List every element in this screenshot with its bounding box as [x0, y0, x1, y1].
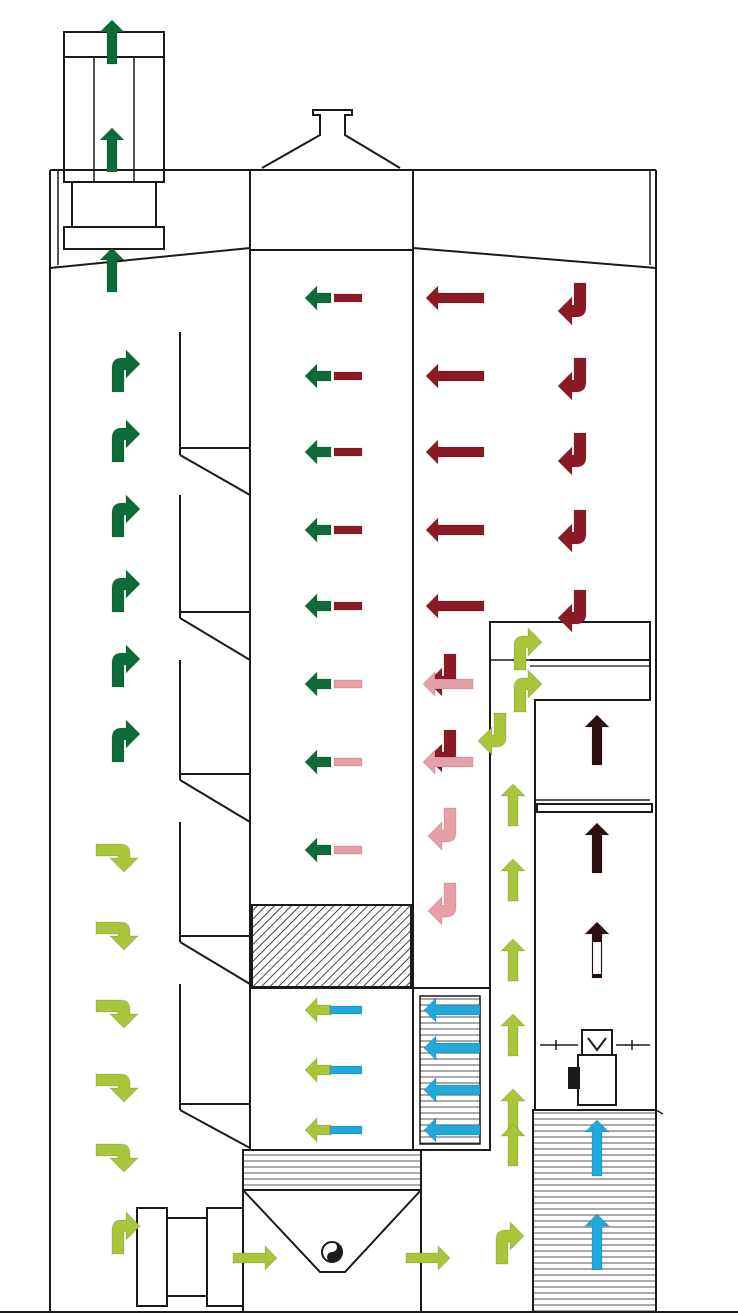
- arrow-icon: [304, 592, 332, 620]
- arrow-icon: [333, 679, 363, 689]
- blower-inlet: [136, 1207, 168, 1307]
- arrow-icon: [111, 418, 141, 463]
- arrow-icon: [111, 568, 141, 613]
- arrow-icon: [583, 1119, 611, 1177]
- arrow-icon: [425, 438, 485, 466]
- arrow-icon: [111, 1210, 141, 1255]
- arrow-icon: [423, 1116, 481, 1144]
- arrow-icon: [425, 284, 485, 312]
- arrow-icon: [583, 822, 611, 874]
- arrow-icon: [557, 509, 587, 554]
- arrow-icon: [423, 996, 481, 1024]
- arrow-icon: [423, 1076, 481, 1104]
- roof-slope-right: [412, 247, 657, 269]
- cooling-air-intake: [412, 987, 491, 1151]
- discharge-hopper-top: [242, 1149, 422, 1191]
- arrow-icon: [592, 941, 602, 975]
- arrow-icon: [477, 712, 507, 757]
- arrow-icon: [333, 371, 363, 381]
- arrow-icon: [425, 362, 485, 390]
- arrow-icon: [304, 836, 332, 864]
- arrow-icon: [304, 996, 332, 1024]
- arrow-icon: [304, 284, 332, 312]
- arrow-icon: [304, 438, 332, 466]
- arrow-icon: [499, 783, 527, 827]
- arrow-icon: [333, 757, 363, 767]
- arrow-icon: [425, 592, 485, 620]
- arrow-icon: [333, 447, 363, 457]
- arrow-icon: [499, 1013, 527, 1057]
- arrow-icon: [95, 843, 140, 873]
- arrow-icon: [329, 1065, 363, 1075]
- arrow-icon: [111, 493, 141, 538]
- arrow-icon: [111, 348, 141, 393]
- burner-icon: [540, 1029, 650, 1106]
- left-louvres: [179, 332, 251, 1149]
- intake-grille: [419, 995, 481, 1145]
- discharge-valve-icon: [321, 1241, 343, 1263]
- arrow-icon: [98, 19, 126, 65]
- arrow-icon: [111, 643, 141, 688]
- arrow-icon: [425, 516, 485, 544]
- arrow-icon: [304, 748, 332, 776]
- arrow-icon: [95, 1073, 140, 1103]
- arrow-icon: [333, 601, 363, 611]
- arrow-icon: [499, 858, 527, 902]
- arrow-icon: [423, 1034, 481, 1062]
- arrow-icon: [95, 1143, 140, 1173]
- arrow-icon: [427, 807, 457, 852]
- arrow-icon: [422, 748, 474, 776]
- arrow-icon: [98, 247, 126, 293]
- arrow-icon: [329, 1125, 363, 1135]
- arrow-icon: [583, 1213, 611, 1271]
- arrow-icon: [304, 362, 332, 390]
- blower-body: [166, 1217, 208, 1297]
- arrow-icon: [499, 1088, 527, 1132]
- arrow-icon: [427, 882, 457, 927]
- arrow-icon: [304, 670, 332, 698]
- arrow-icon: [583, 714, 611, 766]
- top-vent-cap: [261, 109, 401, 169]
- arrow-icon: [232, 1244, 278, 1272]
- arrow-icon: [333, 845, 363, 855]
- arrow-icon: [557, 432, 587, 477]
- arrow-icon: [557, 282, 587, 327]
- arrow-icon: [304, 1116, 332, 1144]
- arrow-icon: [557, 589, 587, 634]
- arrow-icon: [329, 1005, 363, 1015]
- arrow-icon: [333, 525, 363, 535]
- central-column: [249, 169, 414, 1151]
- arrow-icon: [333, 293, 363, 303]
- arrow-icon: [422, 670, 474, 698]
- arrow-icon: [111, 718, 141, 763]
- exhaust-fan-flange: [63, 226, 165, 250]
- arrow-icon: [499, 1123, 527, 1167]
- arrow-icon: [405, 1244, 451, 1272]
- arrow-icon: [495, 1220, 525, 1265]
- grain-tempering-zone: [251, 904, 412, 988]
- arrow-icon: [304, 1056, 332, 1084]
- arrow-icon: [95, 921, 140, 951]
- arrow-icon: [557, 357, 587, 402]
- arrow-icon: [499, 938, 527, 982]
- roof-slope-left: [49, 247, 251, 269]
- arrow-icon: [513, 668, 543, 713]
- arrow-icon: [513, 626, 543, 671]
- discharge-hopper: [242, 1189, 422, 1273]
- burner-plate: [536, 803, 653, 813]
- arrow-icon: [95, 999, 140, 1029]
- arrow-icon: [304, 516, 332, 544]
- exhaust-fan-neck: [71, 181, 157, 228]
- arrow-icon: [98, 127, 126, 173]
